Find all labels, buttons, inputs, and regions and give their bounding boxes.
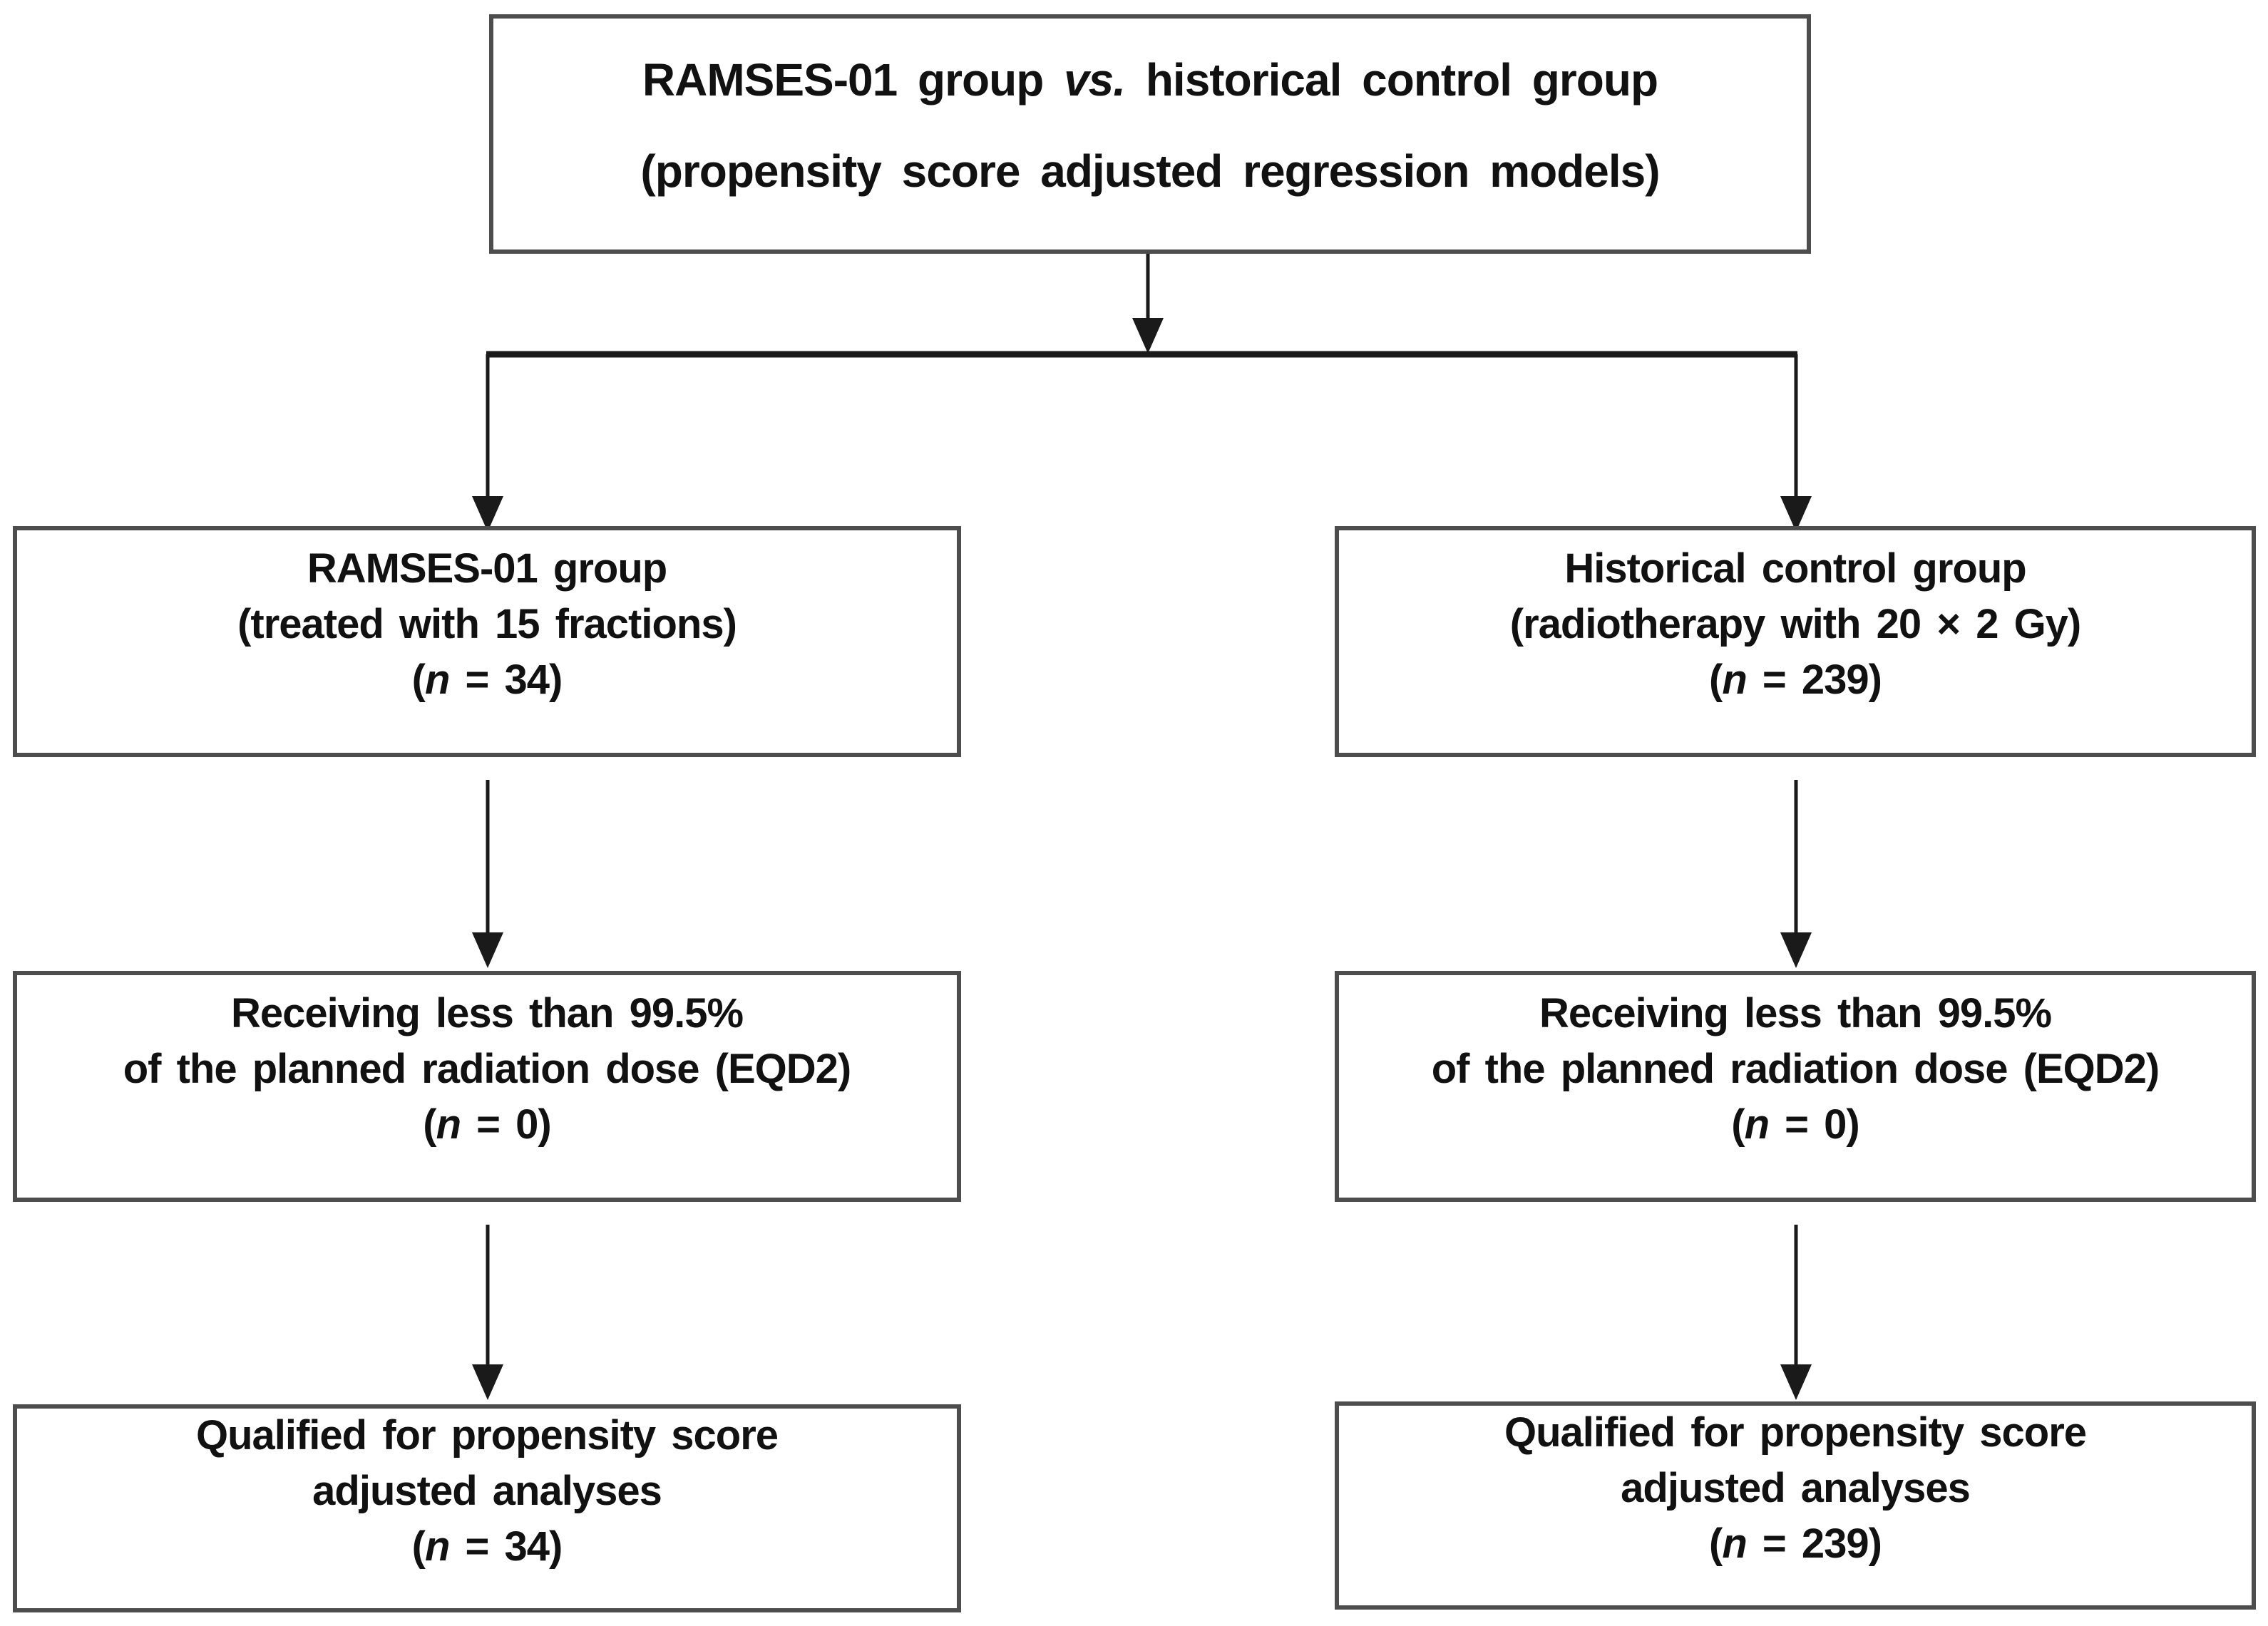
historical-qualified-n-value: = 239): [1746, 1520, 1882, 1567]
arrowhead-right-dose-to-qualified: [1780, 1364, 1812, 1400]
comparison-subtitle-line: (propensity score adjusted regression mo…: [640, 145, 1660, 197]
node-comparison: RAMSES-01 group vs. historical control g…: [489, 14, 1811, 254]
historical-dose-line2: of the planned radiation dose (EQD2): [1431, 1046, 2160, 1092]
arrowhead-drop-right: [1780, 496, 1812, 532]
node-ramses-group: RAMSES-01 group (treated with 15 fractio…: [13, 526, 961, 757]
node-ramses-qualified: Qualified for propensity score adjusted …: [13, 1404, 961, 1612]
historical-group-n-pre: (: [1709, 657, 1723, 703]
ramses-dose-line2: of the planned radiation dose (EQD2): [123, 1046, 852, 1092]
historical-dose-n: (n = 0): [1731, 1097, 1859, 1153]
historical-qualified-n-pre: (: [1709, 1520, 1723, 1567]
ramses-qualified-n: (n = 34): [412, 1519, 563, 1575]
historical-qualified-n-symbol: n: [1722, 1520, 1747, 1567]
historical-group-n: (n = 239): [1709, 652, 1882, 708]
historical-qualified-line1: Qualified for propensity score: [1504, 1409, 2087, 1456]
historical-group-n-value: = 239): [1746, 657, 1882, 703]
ramses-group-n: (n = 34): [412, 652, 563, 708]
node-historical-group: Historical control group (radiotherapy w…: [1335, 526, 2256, 757]
ramses-dose-n-symbol: n: [436, 1101, 461, 1148]
node-historical-dose-exclusion: Receiving less than 99.5% of the planned…: [1335, 971, 2256, 1202]
node-historical-qualified: Qualified for propensity score adjusted …: [1335, 1401, 2256, 1610]
comparison-title-post: historical control group: [1125, 54, 1658, 106]
arrowhead-left-dose-to-qualified: [472, 1364, 503, 1400]
ramses-group-n-value: = 34): [449, 657, 563, 703]
comparison-title-line: RAMSES-01 group vs. historical control g…: [642, 54, 1658, 106]
ramses-qualified-line2: adjusted analyses: [312, 1468, 662, 1514]
arrowhead-left-group-to-dose: [472, 932, 503, 968]
arrowhead-drop-left: [472, 496, 503, 532]
historical-group-n-symbol: n: [1722, 657, 1747, 703]
historical-dose-n-pre: (: [1731, 1101, 1745, 1148]
historical-dose-line1: Receiving less than 99.5%: [1539, 990, 2052, 1036]
historical-group-title: Historical control group: [1564, 545, 2026, 592]
historical-qualified-n: (n = 239): [1709, 1516, 1882, 1572]
arrowhead-top-to-branch: [1132, 318, 1164, 354]
ramses-dose-n: (n = 0): [423, 1097, 552, 1153]
comparison-title-pre: RAMSES-01 group: [642, 54, 1064, 106]
ramses-group-n-symbol: n: [424, 657, 450, 703]
historical-qualified-line2: adjusted analyses: [1621, 1465, 1971, 1511]
historical-dose-n-symbol: n: [1744, 1101, 1770, 1148]
ramses-dose-line1: Receiving less than 99.5%: [230, 990, 744, 1036]
node-ramses-dose-exclusion: Receiving less than 99.5% of the planned…: [13, 971, 961, 1202]
comparison-title-vs: vs.: [1064, 54, 1126, 106]
ramses-qualified-n-symbol: n: [424, 1523, 450, 1570]
ramses-dose-n-value: = 0): [461, 1101, 552, 1148]
ramses-qualified-n-value: = 34): [449, 1523, 563, 1570]
ramses-qualified-line1: Qualified for propensity score: [195, 1412, 779, 1458]
ramses-group-n-pre: (: [411, 657, 426, 703]
ramses-dose-n-pre: (: [423, 1101, 436, 1148]
arrowhead-right-group-to-dose: [1780, 932, 1812, 968]
ramses-group-title: RAMSES-01 group: [307, 545, 667, 592]
ramses-group-detail: (treated with 15 fractions): [237, 601, 737, 647]
ramses-qualified-n-pre: (: [411, 1523, 426, 1570]
historical-group-detail: (radiotherapy with 20 × 2 Gy): [1509, 601, 2081, 647]
historical-dose-n-value: = 0): [1769, 1101, 1860, 1148]
